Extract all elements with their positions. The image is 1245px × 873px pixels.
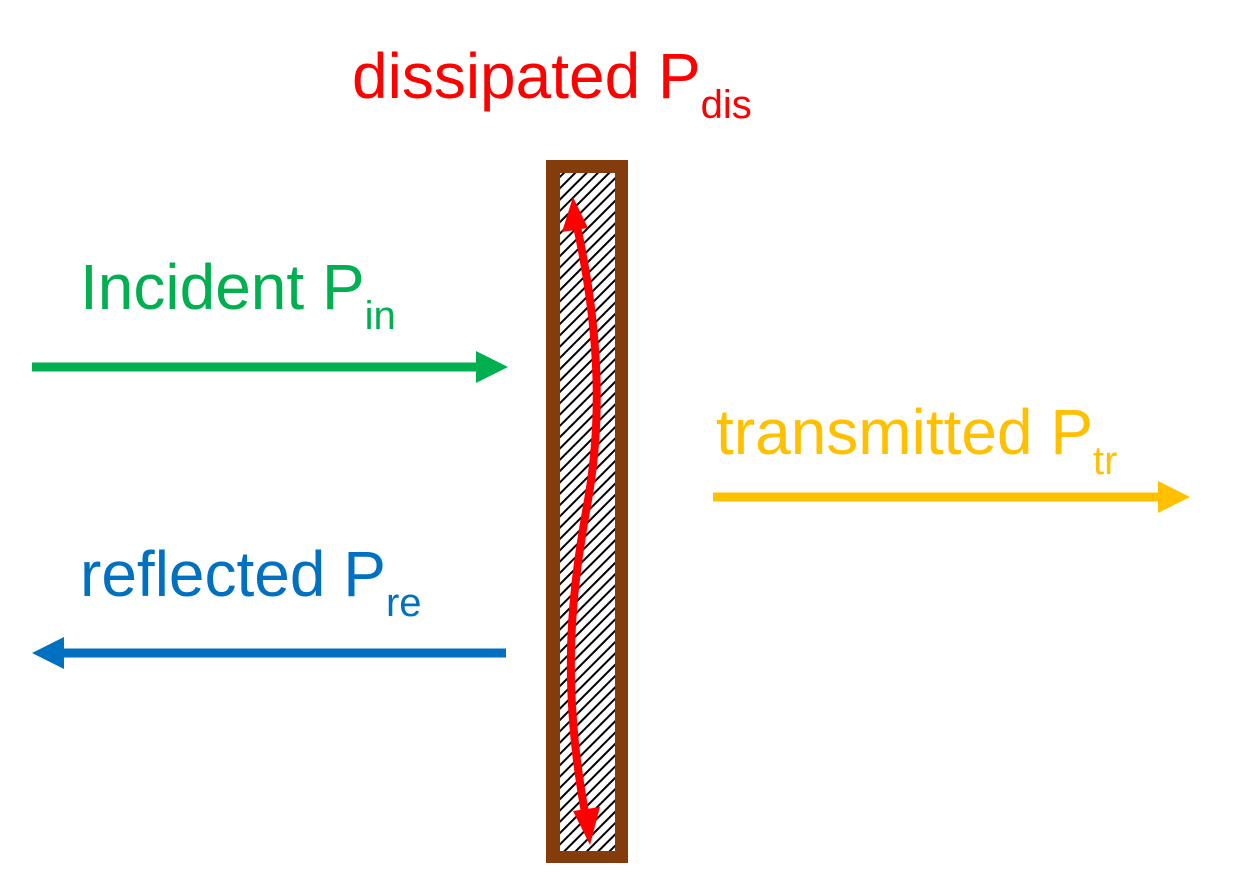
incident-arrow xyxy=(32,351,508,383)
dissipated-arrowhead-bottom xyxy=(573,807,600,845)
dissipated-label-main: dissipated P xyxy=(352,40,701,112)
incident-arrowhead xyxy=(476,351,508,383)
transmitted-label-subscript: tr xyxy=(1093,439,1118,483)
reflected-label: reflected Pre xyxy=(80,542,422,623)
reflected-label-subscript: re xyxy=(385,581,422,625)
transmitted-label-main: transmitted P xyxy=(716,396,1094,468)
dissipated-arrowhead-top xyxy=(562,197,588,232)
dissipated-label: dissipated Pdis xyxy=(352,44,752,125)
transmitted-arrowhead xyxy=(1158,481,1190,513)
dissipated-label-subscript: dis xyxy=(700,83,752,127)
dissipated-wave xyxy=(566,218,601,822)
incident-label-main: Incident P xyxy=(80,251,365,323)
incident-label-subscript: in xyxy=(364,294,396,338)
reflected-label-main: reflected P xyxy=(80,538,386,610)
dissipated-arrow xyxy=(562,197,601,845)
incident-label: Incident Pin xyxy=(80,255,396,336)
reflected-arrowhead xyxy=(32,637,64,669)
transmitted-label: transmitted Ptr xyxy=(716,400,1117,481)
reflected-arrow xyxy=(32,637,506,669)
transmitted-arrow xyxy=(713,481,1190,513)
